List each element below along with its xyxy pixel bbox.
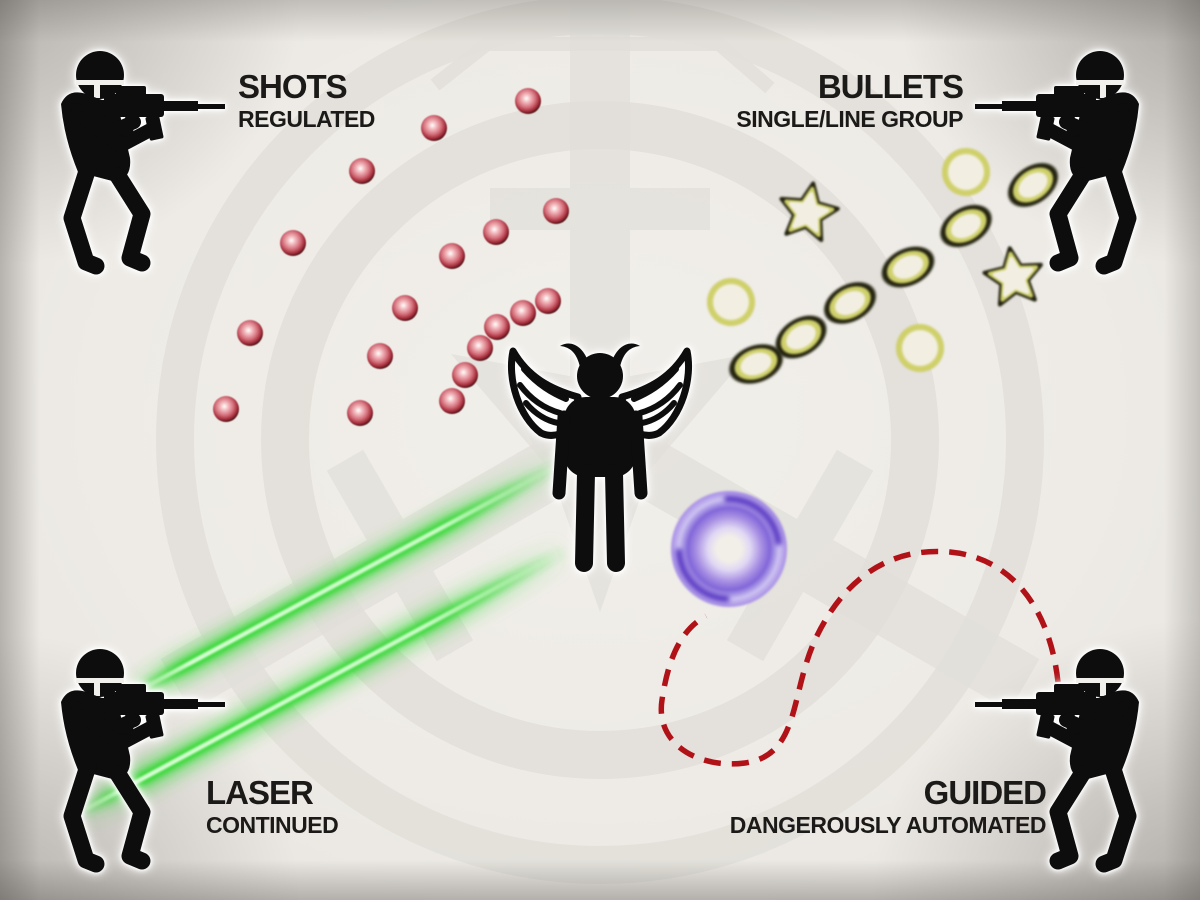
target-right-arm: [629, 410, 648, 500]
winged-target-figure: [500, 343, 700, 578]
target-torso: [564, 397, 636, 477]
label-guided: GUIDED DANGEROUSLY AUTOMATED: [729, 774, 1047, 838]
shots-subtitle: REGULATED: [238, 106, 375, 132]
label-laser: LASER CONTINUED: [206, 774, 339, 838]
target-body: [552, 343, 648, 572]
soldier-bottom-right: [967, 628, 1172, 883]
laser-title: LASER: [206, 774, 314, 811]
shots-title: SHOTS: [238, 68, 348, 105]
target-right-leg: [605, 464, 625, 572]
soldier-top-right: [967, 30, 1172, 285]
target-left-leg: [575, 464, 595, 572]
bullets-subtitle: SINGLE/LINE GROUP: [736, 106, 963, 132]
soldier-top-left: [28, 30, 233, 285]
laser-subtitle: CONTINUED: [206, 812, 339, 838]
soldier-bottom-left: [28, 628, 233, 883]
target-left-arm: [552, 410, 571, 500]
guided-title: GUIDED: [923, 774, 1047, 811]
target-head: [577, 353, 623, 399]
label-bullets: BULLETS SINGLE/LINE GROUP: [736, 68, 964, 132]
bullets-title: BULLETS: [817, 68, 964, 105]
guided-subtitle: DANGEROUSLY AUTOMATED: [729, 812, 1047, 838]
label-shots: SHOTS REGULATED: [238, 70, 375, 131]
